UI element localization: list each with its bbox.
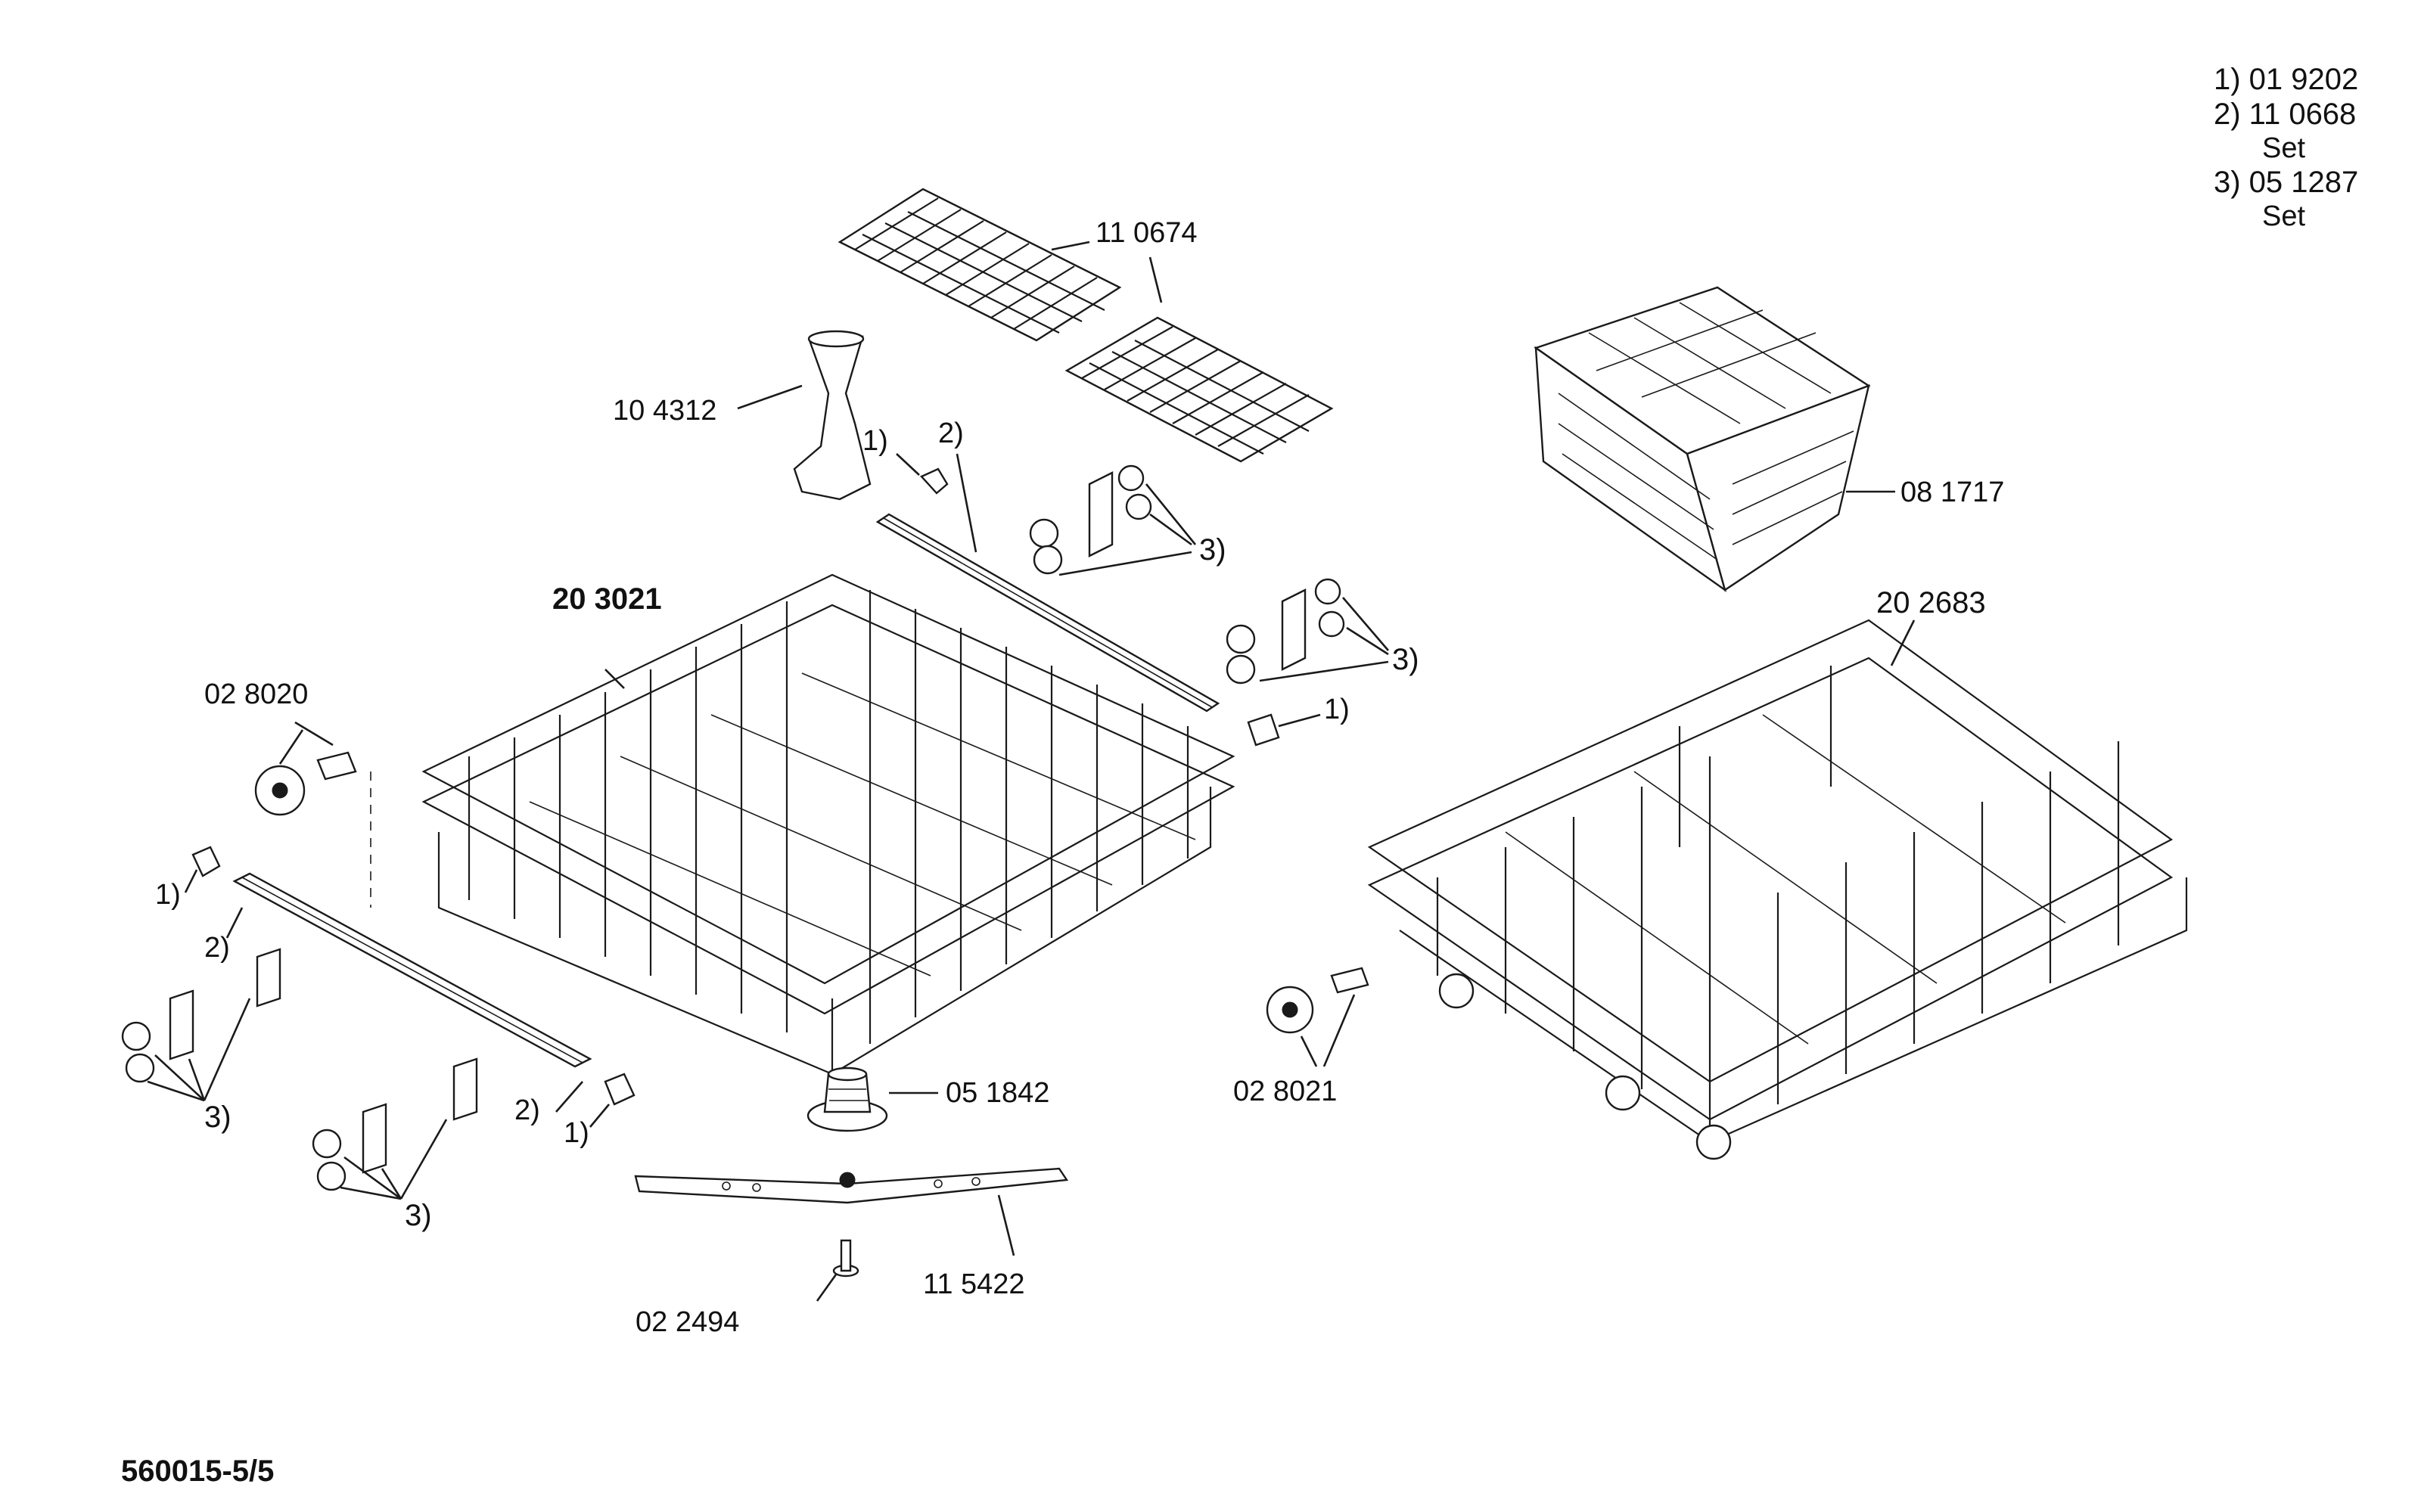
roller-bracket-set-c <box>121 948 281 1083</box>
legend-line-3: 3) 05 1287 <box>2214 166 2358 199</box>
label-screw: 02 2494 <box>636 1306 739 1338</box>
nozzle-part <box>793 330 872 501</box>
hub-part <box>806 1066 888 1132</box>
leader-ref2-left <box>225 907 244 939</box>
leader-spray-arm <box>997 1194 1015 1256</box>
label-ref2-bottom: 2) <box>514 1094 540 1126</box>
legend: 1) 01 9202 2) 11 0668 Set 3) 05 1287 Set <box>2214 63 2358 232</box>
leader-ref1-top <box>896 453 920 476</box>
leader-wheel-left <box>278 721 334 765</box>
label-basket: 08 1717 <box>1900 477 2004 508</box>
leader-wheel-right <box>1300 994 1356 1067</box>
label-ref1-top: 1) <box>862 425 888 457</box>
label-ref2-top: 2) <box>938 418 964 449</box>
wheel-part-left <box>254 751 357 816</box>
leader-ref3-a <box>1058 483 1197 576</box>
label-ref3-bottom: 3) <box>405 1199 432 1232</box>
clip-part-right <box>1247 713 1280 747</box>
label-cutlery-grid: 11 0674 <box>1096 217 1198 249</box>
leader-ref3-b <box>1259 597 1389 682</box>
cutlery-grid-lower <box>1064 316 1334 463</box>
wheel-part-right <box>1266 967 1369 1034</box>
label-ref1-right: 1) <box>1324 694 1350 725</box>
cutlery-basket <box>1534 286 1871 592</box>
legend-line-1: 1) 01 9202 <box>2214 63 2358 96</box>
leader-upper-rack <box>604 669 625 689</box>
legend-line-3-set: Set <box>2262 200 2305 232</box>
cutlery-grid-upper <box>838 188 1122 342</box>
leader-ref1-right <box>1278 713 1321 728</box>
label-hub: 05 1842 <box>946 1077 1049 1109</box>
label-ref3-a: 3) <box>1199 533 1226 567</box>
label-ref3-left: 3) <box>204 1101 232 1134</box>
leader-ref1-bottom <box>589 1104 610 1128</box>
label-lower-rack: 20 2683 <box>1876 586 1986 619</box>
label-ref1-left: 1) <box>155 879 181 911</box>
upper-rack <box>421 573 1235 1076</box>
clip-part-left <box>191 846 221 877</box>
lower-rack <box>1367 619 2188 1144</box>
label-ref3-b: 3) <box>1392 643 1419 676</box>
legend-line-2-set: Set <box>2262 132 2305 164</box>
leader-ref3-left <box>147 998 251 1102</box>
lower-rack-wheels <box>1438 973 1732 1160</box>
leader-lower-rack <box>1890 619 1916 666</box>
label-wheel-right: 02 8021 <box>1233 1076 1337 1107</box>
screw-part <box>832 1239 859 1278</box>
leader-nozzle <box>737 384 803 410</box>
label-wheel-left: 02 8020 <box>204 678 308 710</box>
leader-ref1-left <box>184 869 198 893</box>
drawing-number: 560015-5/5 <box>121 1455 274 1488</box>
leader-ref3-bottom <box>340 1119 448 1200</box>
roller-bracket-set-d <box>312 1057 478 1191</box>
label-ref2-left: 2) <box>204 932 230 964</box>
clip-part-top <box>920 467 949 495</box>
legend-line-2: 2) 11 0668 <box>2214 98 2356 131</box>
roller-bracket-set-b <box>1226 578 1345 685</box>
label-upper-rack: 20 3021 <box>552 582 662 616</box>
leader-ref2-top <box>956 453 977 553</box>
label-spray-arm: 11 5422 <box>923 1268 1025 1300</box>
label-ref1-bottom: 1) <box>564 1117 589 1149</box>
leader-ref2-bottom <box>555 1081 583 1113</box>
roller-bracket-set-a <box>1029 464 1152 575</box>
leader-screw <box>816 1274 838 1302</box>
clip-part-bottom <box>604 1073 636 1106</box>
spray-arm-part <box>634 1167 1069 1204</box>
leader-cutlery-grid <box>1051 241 1163 303</box>
label-nozzle: 10 4312 <box>613 395 716 427</box>
